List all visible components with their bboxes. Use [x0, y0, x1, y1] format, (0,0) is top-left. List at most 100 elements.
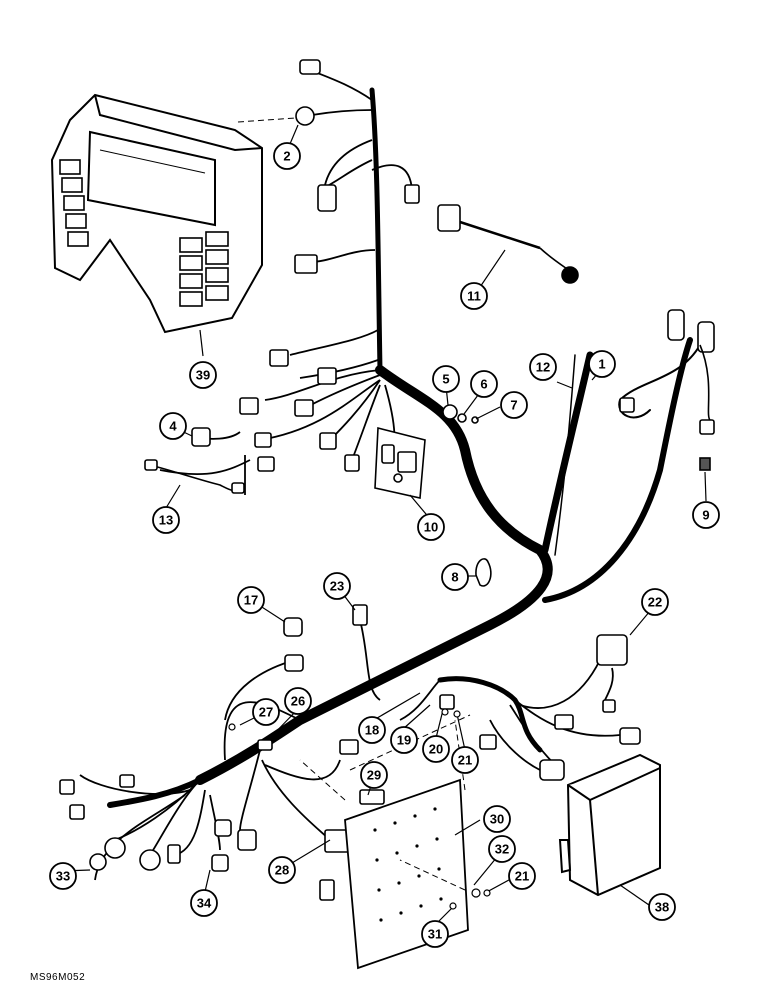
callout-circle: [189, 361, 217, 389]
callout-circle: [159, 412, 187, 440]
callout-28: 28: [268, 856, 296, 884]
callout-circle: [470, 370, 498, 398]
callout-number: 2: [283, 149, 290, 164]
callout-30: 30: [483, 805, 511, 833]
callout-circle: [488, 835, 516, 863]
callout-9: 9: [692, 501, 720, 529]
callout-number: 10: [424, 520, 438, 535]
callout-circle: [190, 889, 218, 917]
callout-20: 20: [422, 735, 450, 763]
callout-circle: [152, 506, 180, 534]
callout-number: 27: [259, 705, 273, 720]
callout-17: 17: [237, 586, 265, 614]
mounting-plate: [344, 778, 469, 970]
callout-number: 6: [480, 377, 487, 392]
callout-2: 2: [273, 142, 301, 170]
hardware-items: [442, 404, 711, 587]
callout-11: 11: [460, 282, 488, 310]
callout-number: 1: [598, 357, 605, 372]
callout-33: 33: [49, 862, 77, 890]
callout-number: 33: [56, 869, 70, 884]
small-bolts: [228, 708, 491, 910]
callout-circle: [421, 920, 449, 948]
callout-circle: [508, 862, 536, 890]
callout-32: 32: [488, 835, 516, 863]
callout-number: 30: [490, 812, 504, 827]
callout-circle: [237, 586, 265, 614]
callout-number: 22: [648, 595, 662, 610]
callout-number: 26: [291, 694, 305, 709]
callout-number: 13: [159, 513, 173, 528]
callout-number: 12: [536, 360, 550, 375]
callout-21: 21: [451, 746, 479, 774]
callout-number: 38: [655, 900, 669, 915]
callout-4: 4: [159, 412, 187, 440]
callout-number: 4: [169, 419, 177, 434]
callout-number: 7: [510, 398, 517, 413]
callout-number: 21: [458, 753, 472, 768]
callout-34: 34: [190, 889, 218, 917]
callout-circle: [451, 746, 479, 774]
callout-26: 26: [284, 687, 312, 715]
switch-and-harness: [144, 427, 245, 494]
upper-connectors: [239, 59, 420, 472]
callout-27: 27: [252, 698, 280, 726]
callout-1: 1: [588, 350, 616, 378]
callout-number: 23: [330, 579, 344, 594]
callout-circle: [422, 735, 450, 763]
callout-circle: [588, 350, 616, 378]
callout-7: 7: [500, 391, 528, 419]
controller-module: [558, 753, 661, 897]
callout-19: 19: [390, 726, 418, 754]
figure-code: MS96M052: [30, 972, 86, 983]
callout-circle: [360, 761, 388, 789]
callout-number: 31: [428, 927, 442, 942]
callout-circle: [483, 805, 511, 833]
lower-connectors: [59, 604, 641, 901]
callout-13: 13: [152, 506, 180, 534]
callout-circle: [323, 572, 351, 600]
callout-38: 38: [648, 893, 676, 921]
callout-29: 29: [360, 761, 388, 789]
callout-6: 6: [470, 370, 498, 398]
callout-circle: [390, 726, 418, 754]
callout-number: 8: [451, 570, 458, 585]
instrument-panel-cover: [50, 93, 263, 334]
callout-number: 32: [495, 842, 509, 857]
callout-circle: [529, 353, 557, 381]
callout-circle: [358, 716, 386, 744]
callout-circle: [417, 513, 445, 541]
callout-number: 20: [429, 742, 443, 757]
callout-circle: [692, 501, 720, 529]
callout-circle: [648, 893, 676, 921]
callout-circle: [268, 856, 296, 884]
callout-number: 9: [702, 508, 709, 523]
main-harness: [107, 87, 701, 808]
callout-circle: [284, 687, 312, 715]
callout-circle: [441, 563, 469, 591]
callout-number: 28: [275, 863, 289, 878]
callout-10: 10: [417, 513, 445, 541]
callout-circle: [49, 862, 77, 890]
callout-circle: [500, 391, 528, 419]
relay-board: [374, 426, 426, 499]
dashed-leaders: [237, 117, 471, 891]
callout-number: 29: [367, 768, 381, 783]
callout-21: 21: [508, 862, 536, 890]
callout-circle: [432, 365, 460, 393]
callout-circle: [460, 282, 488, 310]
callout-39: 39: [189, 361, 217, 389]
callout-number: 21: [515, 869, 529, 884]
callout-number: 18: [365, 723, 379, 738]
callout-number: 5: [442, 372, 449, 387]
callout-circle: [641, 588, 669, 616]
callout-31: 31: [421, 920, 449, 948]
callout-circle: [273, 142, 301, 170]
callout-12: 12: [529, 353, 557, 381]
callout-number: 34: [197, 896, 212, 911]
callout-number: 19: [397, 733, 411, 748]
callout-23: 23: [323, 572, 351, 600]
